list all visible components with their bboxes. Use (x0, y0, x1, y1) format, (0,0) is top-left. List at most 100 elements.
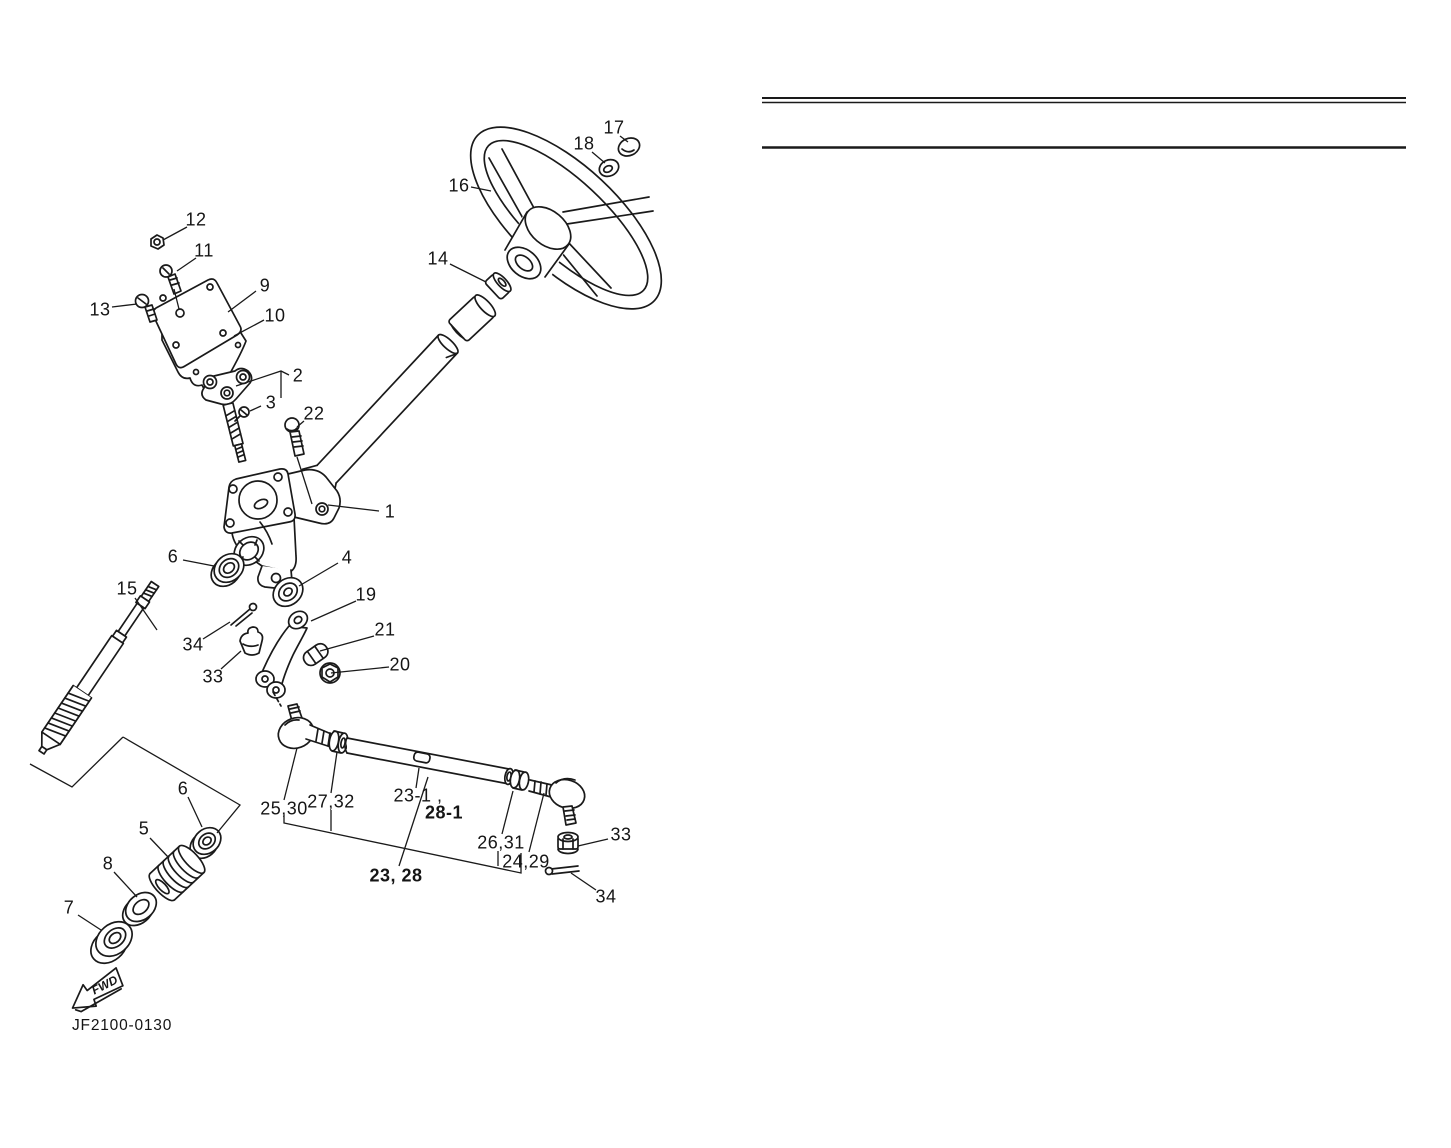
callout-3: 3 (265, 392, 277, 413)
callout-17: 17 (603, 117, 625, 138)
cover-bolt-left (136, 295, 158, 323)
callout-13: 13 (89, 299, 111, 320)
callout-leader-23-28 (399, 777, 428, 866)
figure-code: JF2100-0130 (72, 1017, 173, 1034)
worm-gear (145, 842, 208, 904)
callout-19: 19 (355, 584, 377, 605)
callout-leader-33 (221, 651, 241, 669)
callout-leader-2 (236, 371, 289, 386)
steering-worm-shaft (32, 578, 164, 759)
fwd-arrow: FWD (65, 968, 127, 1016)
arm-nut (320, 663, 340, 683)
tie-rod-end-right (529, 775, 588, 825)
callout-23-1-: 23-1 , (393, 785, 443, 806)
construction-line (297, 457, 312, 504)
callout-26-31: 26,31 (477, 832, 525, 853)
callout-leader-7 (78, 915, 101, 930)
callout-22: 22 (303, 403, 325, 424)
callout-2: 2 (292, 365, 304, 386)
pin-34-lower (546, 866, 580, 875)
callout-7: 7 (63, 897, 75, 918)
callout-leader-27-32 (331, 752, 337, 793)
callout-leader-3 (250, 406, 261, 411)
wheel-hub (503, 198, 573, 280)
callout-leader-26-31 (502, 791, 513, 834)
callout-23-28: 23, 28 (369, 865, 423, 886)
callout-leader-8 (114, 872, 137, 897)
callout-leader-10 (234, 320, 264, 336)
construction-line (123, 737, 240, 833)
callout-leader-11 (177, 258, 196, 271)
worm-bearing (205, 548, 249, 592)
callout-leader-14 (450, 264, 486, 282)
callout-25-30: 25,30 (260, 798, 308, 819)
callout-4: 4 (341, 547, 353, 568)
construction-line (174, 289, 179, 309)
callout-15: 15 (116, 578, 138, 599)
oil-seal (267, 572, 308, 612)
castle-nut (558, 833, 578, 854)
callout-leader-15 (135, 598, 157, 630)
callout-leader-6 (188, 797, 202, 827)
callout-28-1: 28-1 (424, 802, 464, 823)
callout-34: 34 (595, 886, 617, 907)
horn-button-ring (597, 157, 622, 180)
callout-24-29: 24,29 (502, 851, 550, 872)
callout-leader-1 (328, 505, 379, 511)
construction-line (30, 737, 123, 787)
callout-33: 33 (202, 666, 224, 687)
cover-nut (151, 235, 164, 249)
callout-8: 8 (102, 853, 114, 874)
callout-leader-19 (311, 601, 356, 621)
callout-leader-21 (320, 636, 374, 651)
thrust-washer (117, 886, 162, 931)
wheel-nut (484, 270, 513, 299)
gearbox-cover (153, 279, 241, 368)
arm-clamp (301, 641, 331, 668)
joint-shaft (223, 403, 247, 463)
steering-wheel (442, 97, 690, 338)
callout-33: 33 (610, 824, 632, 845)
tie-rod (345, 738, 514, 785)
callout-leader-34 (571, 873, 596, 890)
callout-leader-4 (299, 563, 338, 586)
universal-joint (202, 369, 252, 405)
callout-16: 16 (448, 175, 470, 196)
callout-leader-16 (471, 187, 491, 191)
header-rules (762, 98, 1406, 148)
pin-34-upper (231, 604, 257, 627)
gearbox-housing (224, 469, 340, 589)
callout-14: 14 (427, 248, 449, 269)
callout-leader-17 (620, 136, 628, 142)
callout-leader-34 (203, 622, 230, 639)
seal-cap (84, 915, 139, 971)
construction-line (284, 815, 521, 873)
cover-bolt-upper (160, 265, 181, 294)
callout-10: 10 (264, 305, 286, 326)
callout-leader-5 (150, 838, 169, 858)
pinch-bolt (285, 418, 304, 456)
callout-leader-20 (331, 667, 389, 673)
callout-leader-18 (592, 152, 605, 163)
callout-18: 18 (573, 133, 595, 154)
callout-34: 34 (182, 634, 204, 655)
callout-12: 12 (185, 209, 207, 230)
callout-leader-25-30 (284, 748, 297, 800)
ball-seat (240, 627, 263, 655)
pitman-arm (256, 608, 311, 698)
callout-6: 6 (177, 778, 189, 799)
callout-leader-9 (228, 291, 256, 312)
joint-bolt (235, 407, 249, 421)
rod-collar-right (509, 769, 530, 790)
callout-leader-13 (112, 304, 137, 307)
callout-6: 6 (167, 546, 179, 567)
callout-leader-24-29 (529, 793, 544, 852)
callout-1: 1 (384, 501, 396, 522)
callout-leader-23-1- (416, 768, 419, 788)
callout-9: 9 (259, 275, 271, 296)
callout-5: 5 (138, 818, 150, 839)
callout-leader-33 (578, 839, 608, 846)
column-spacer (447, 292, 498, 343)
